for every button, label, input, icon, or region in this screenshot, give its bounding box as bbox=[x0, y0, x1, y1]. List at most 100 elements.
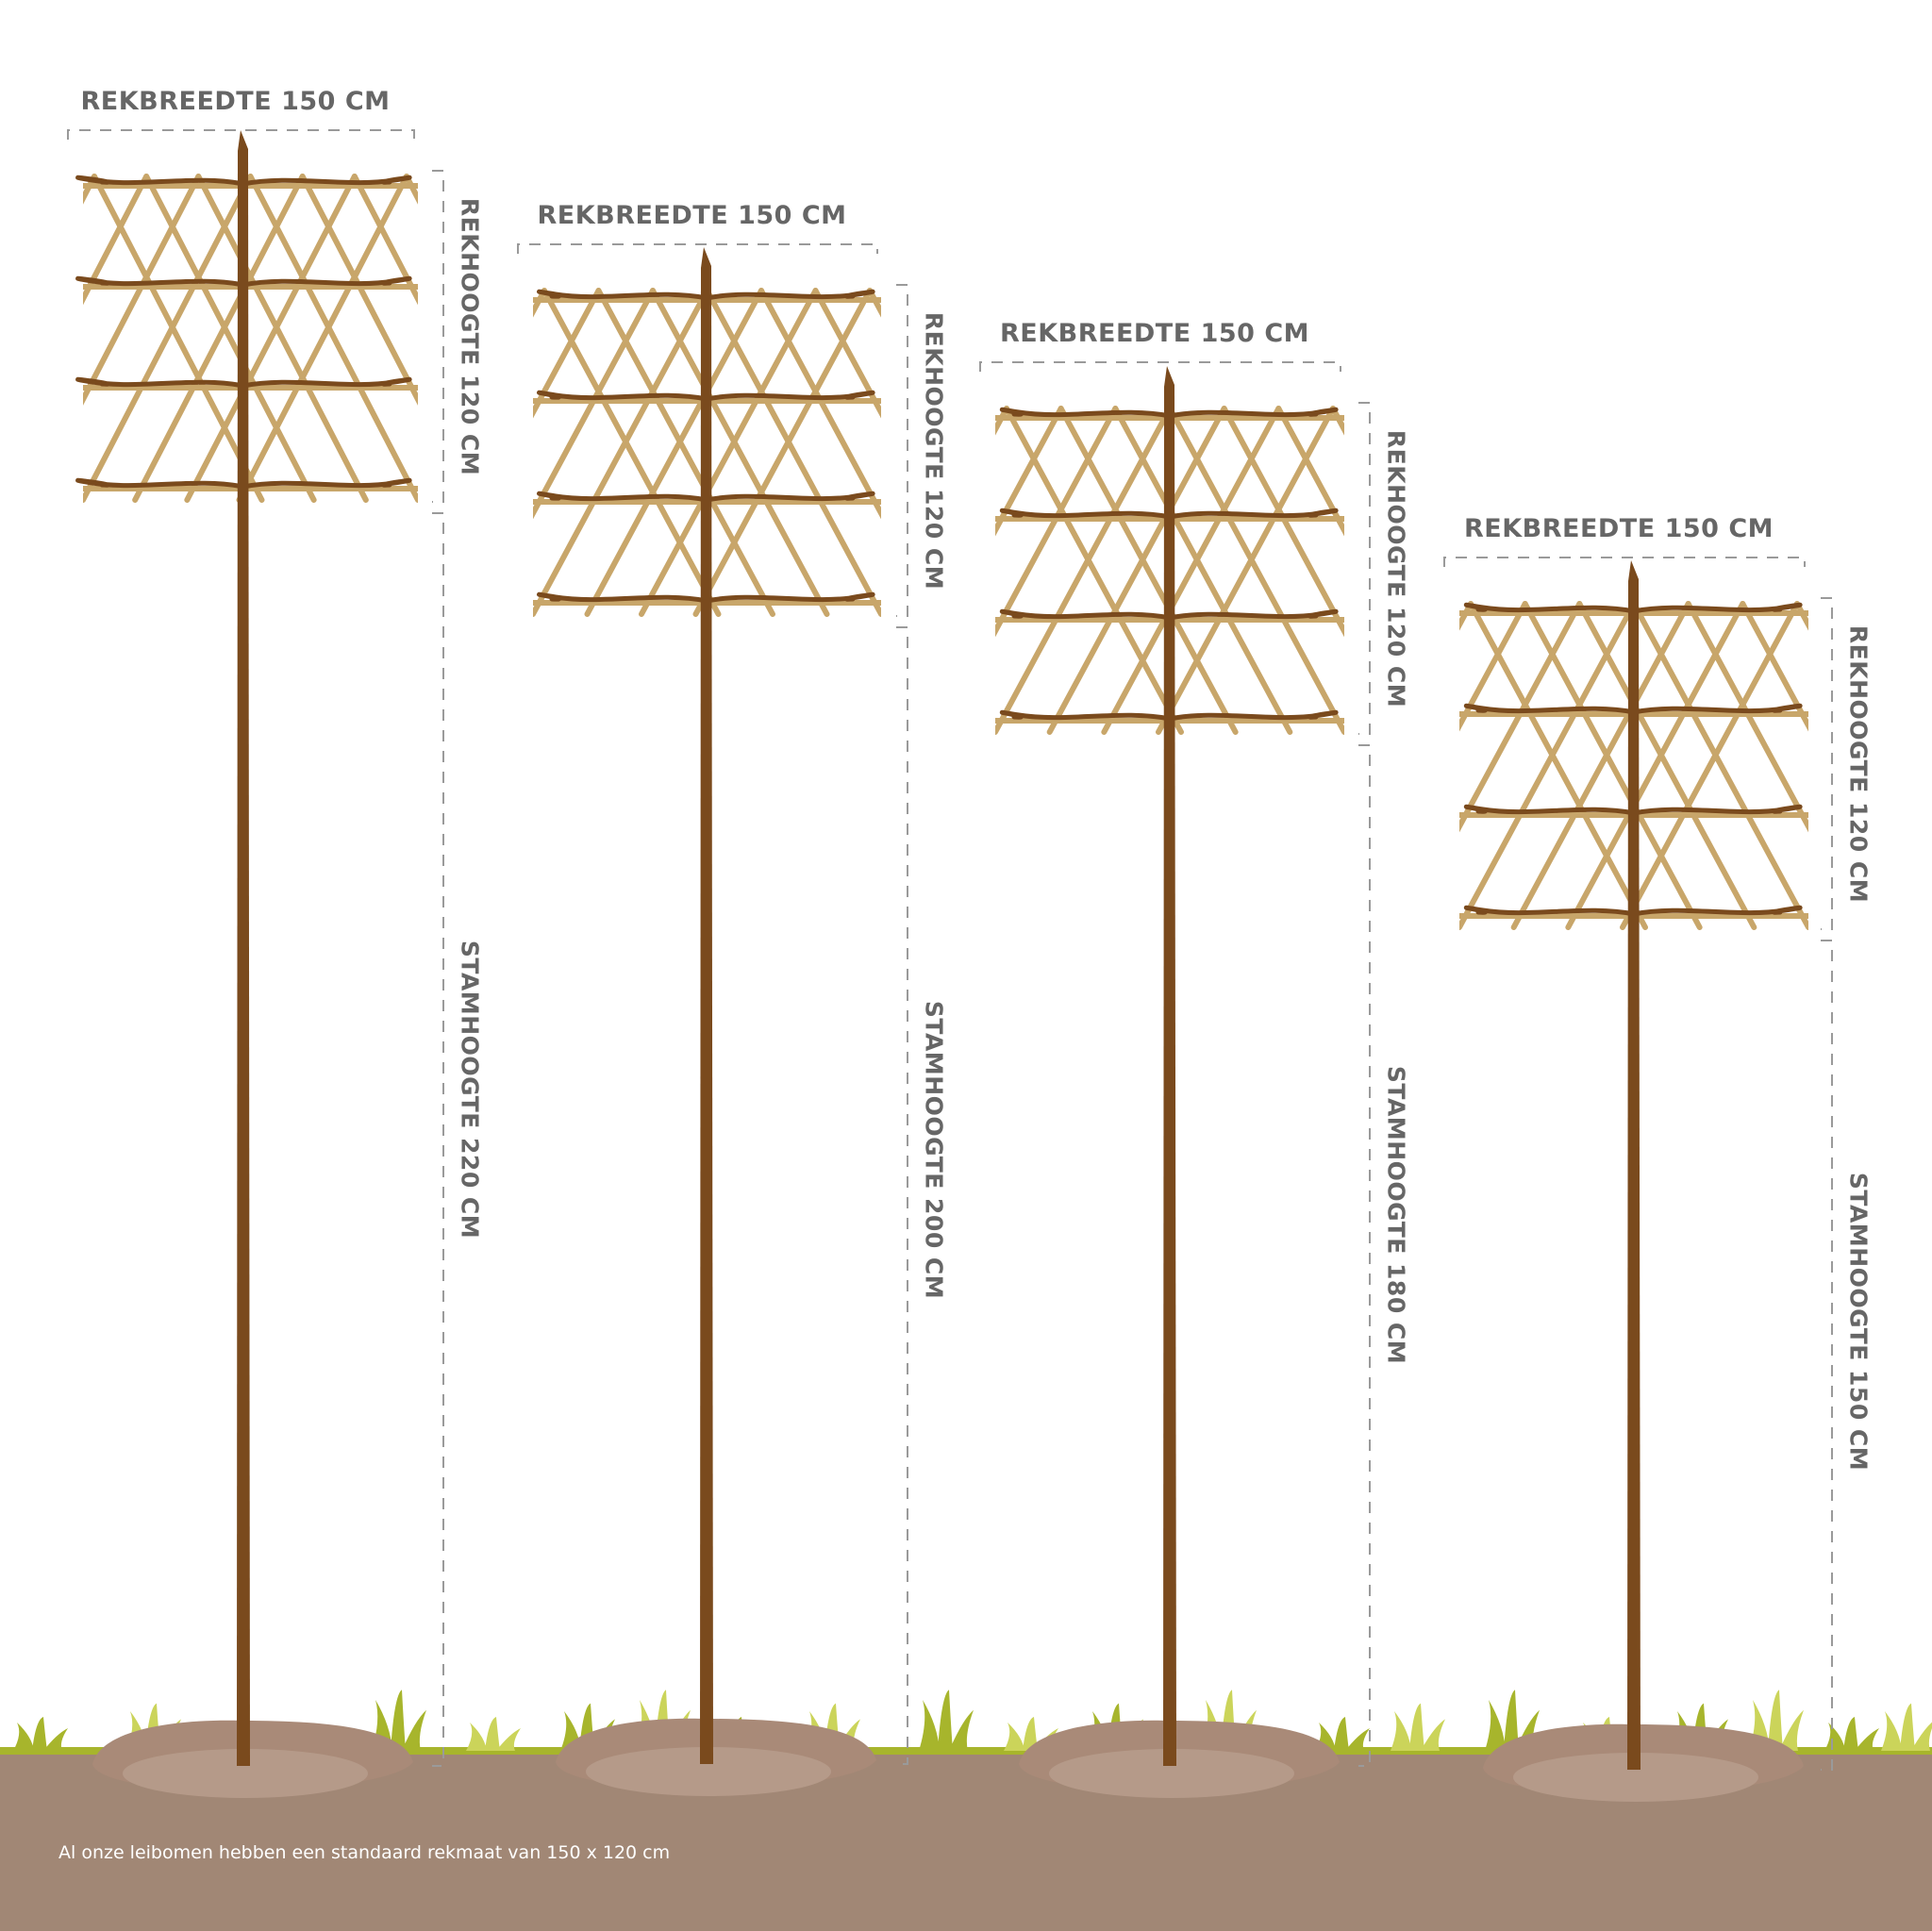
rack-height-bracket bbox=[896, 284, 908, 617]
grass-tuft bbox=[1391, 1703, 1445, 1751]
branch-right bbox=[1631, 804, 1803, 816]
trellis-frame bbox=[995, 406, 1344, 735]
frame-slat bbox=[299, 174, 418, 406]
branch-right bbox=[241, 175, 412, 187]
frame-slat bbox=[1740, 601, 1808, 732]
trellis-frame bbox=[83, 174, 418, 503]
tree-4-dims bbox=[1443, 557, 1833, 1771]
frame-slat bbox=[1101, 406, 1282, 735]
grass-tuft bbox=[1881, 1703, 1932, 1751]
grass-strip bbox=[0, 1747, 1932, 1756]
grass-tuft bbox=[919, 1690, 974, 1751]
branch-right bbox=[1167, 508, 1339, 520]
branch-right bbox=[241, 376, 412, 389]
frame-slat bbox=[92, 174, 265, 503]
stem-height-bracket bbox=[432, 512, 444, 1767]
frame-slat bbox=[995, 406, 1119, 638]
tree-1 bbox=[75, 130, 418, 1798]
frame-slat bbox=[1167, 406, 1344, 735]
frame-slat bbox=[1510, 601, 1691, 930]
rack-height-bracket bbox=[432, 170, 444, 503]
tree-4 bbox=[1459, 560, 1808, 1802]
branch-left bbox=[1000, 407, 1173, 419]
tree-4-width-label: REKBREEDTE 150 CM bbox=[1463, 514, 1774, 543]
frame-slat bbox=[1459, 601, 1583, 833]
frame-slat bbox=[758, 288, 881, 520]
frame-slat bbox=[132, 174, 306, 503]
frame-slat bbox=[533, 288, 710, 617]
branch-right bbox=[1631, 905, 1803, 917]
tree-1-dims bbox=[67, 129, 444, 1767]
tree-2-rack-height-text: REKHOOGTE 120 CM bbox=[920, 311, 948, 590]
frame-slat bbox=[595, 288, 775, 617]
frame-slat bbox=[541, 288, 722, 617]
tree-2 bbox=[533, 247, 881, 1796]
branch-right bbox=[241, 275, 412, 288]
frame-slat bbox=[995, 406, 1064, 537]
frame-slat bbox=[1565, 601, 1746, 930]
tree-1-stem-height-text: STAMHOOGTE 220 CM bbox=[456, 940, 484, 1240]
frame-slat bbox=[1046, 406, 1227, 735]
frame-slat bbox=[83, 174, 97, 205]
frame-slat bbox=[236, 174, 409, 503]
tree-4-rack-height-text: REKHOOGTE 120 CM bbox=[1844, 624, 1873, 903]
trellis-frame bbox=[1459, 601, 1808, 930]
frame-slat bbox=[1522, 601, 1703, 930]
frame-slat bbox=[1004, 406, 1184, 735]
rack-height-bracket bbox=[1821, 597, 1833, 930]
trunk bbox=[1627, 560, 1641, 1770]
mound-highlight bbox=[1049, 1749, 1294, 1798]
tree-2-dims bbox=[517, 243, 908, 1765]
width-bracket bbox=[1443, 557, 1806, 567]
tree-1-width-label: REKBREEDTE 150 CM bbox=[80, 87, 391, 116]
frame-slat bbox=[1468, 601, 1648, 930]
frame-slat bbox=[650, 288, 830, 617]
trees-group bbox=[75, 130, 1808, 1802]
frame-slat bbox=[351, 174, 418, 306]
branch-right bbox=[1167, 709, 1339, 722]
frame-slat bbox=[83, 174, 254, 503]
branch-left bbox=[75, 275, 246, 288]
frame-slat bbox=[1112, 406, 1293, 735]
trunk bbox=[237, 130, 250, 1766]
tree-3-dims bbox=[979, 361, 1371, 1767]
branch-right bbox=[704, 289, 875, 301]
frame-slat bbox=[83, 174, 150, 306]
tree-1-rack-height-text: REKHOOGTE 120 CM bbox=[456, 197, 484, 475]
frame-slat bbox=[1685, 601, 1808, 833]
branch-left bbox=[1464, 804, 1637, 816]
branch-left bbox=[537, 289, 709, 301]
branch-left bbox=[75, 175, 246, 187]
grass-tuft bbox=[372, 1690, 426, 1751]
branch-left bbox=[1464, 703, 1637, 715]
branch-left bbox=[1464, 905, 1637, 917]
branch-left bbox=[1000, 709, 1173, 722]
frame-slat bbox=[195, 174, 369, 503]
mound-highlight bbox=[123, 1749, 368, 1798]
trellis-frame bbox=[533, 288, 881, 617]
tree-2-width-label: REKBREEDTE 150 CM bbox=[537, 201, 847, 230]
frame-slat bbox=[1156, 406, 1336, 735]
tree-3-width-label: REKBREEDTE 150 CM bbox=[999, 319, 1310, 348]
frame-slat bbox=[83, 174, 202, 406]
branch-right bbox=[1631, 703, 1803, 715]
grass-tuft bbox=[1749, 1690, 1804, 1751]
branch-left bbox=[537, 491, 709, 503]
grass-tuft bbox=[1315, 1717, 1370, 1751]
branch-right bbox=[1167, 407, 1339, 419]
rack-height-bracket bbox=[1358, 402, 1371, 735]
branch-right bbox=[704, 591, 875, 604]
tree-4-stem-height-text: STAMHOOGTE 150 CM bbox=[1844, 1173, 1873, 1472]
branch-left bbox=[537, 390, 709, 402]
grass-tuft bbox=[466, 1717, 521, 1751]
branch-left bbox=[1000, 508, 1173, 520]
branch-right bbox=[704, 491, 875, 503]
branch-right bbox=[241, 477, 412, 490]
tree-3-rack-height-text: REKHOOGTE 120 CM bbox=[1382, 429, 1410, 707]
frame-slat bbox=[1576, 601, 1757, 930]
frame-slat bbox=[1459, 601, 1637, 930]
width-bracket bbox=[67, 129, 415, 140]
frame-slat bbox=[533, 288, 602, 419]
frame-slat bbox=[584, 288, 764, 617]
